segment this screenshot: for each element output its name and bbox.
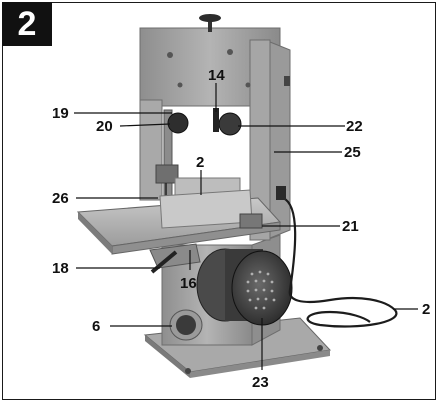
callout-2-right: 2: [422, 301, 430, 318]
callout-18: 18: [52, 260, 69, 277]
callout-22: 22: [346, 118, 363, 135]
callout-20: 20: [96, 118, 113, 135]
dust-port: [169, 309, 203, 341]
callout-14: 14: [208, 67, 225, 84]
power-cable: [282, 196, 398, 328]
locking-lever: [213, 108, 219, 132]
callout-25: 25: [344, 144, 361, 161]
figure-number-badge: 2: [2, 2, 52, 46]
callout-21: 21: [342, 218, 359, 235]
callout-6: 6: [92, 318, 100, 335]
tracking-knob: [167, 112, 189, 134]
callout-19: 19: [52, 105, 69, 122]
callout-16: 16: [180, 275, 197, 292]
callout-23: 23: [252, 374, 269, 391]
motor: [196, 248, 293, 326]
blade-guide-post: [155, 109, 179, 215]
callout-2-top: 2: [196, 154, 204, 171]
saw-table: [76, 189, 282, 255]
callout-26: 26: [52, 190, 69, 207]
upper-guide-knob: [218, 112, 242, 136]
leader-lines: [74, 83, 418, 370]
table-tilt-assembly: [149, 243, 201, 274]
switch: [276, 186, 286, 200]
